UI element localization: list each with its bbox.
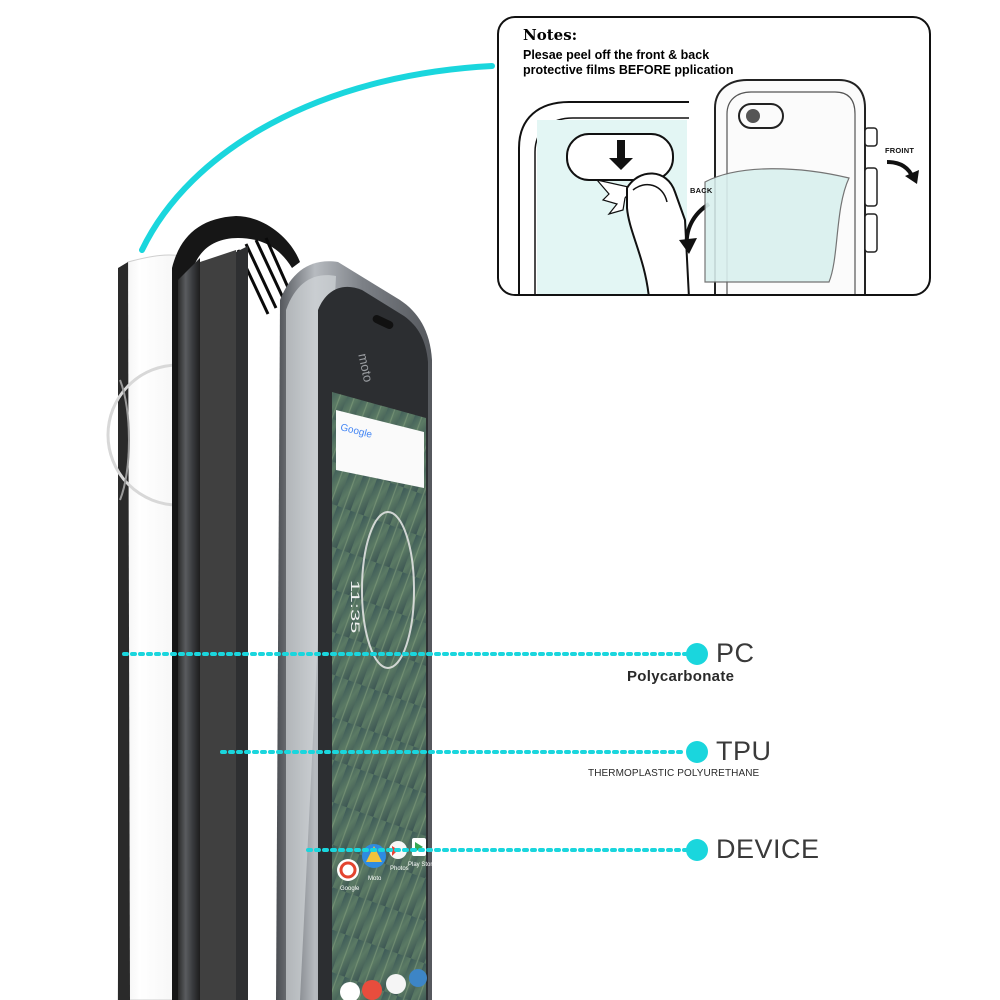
pc-callout-dot xyxy=(686,643,708,665)
peel-film-illustration xyxy=(518,79,919,294)
notes-callout-arc xyxy=(139,63,495,253)
notes-instruction-line-2: protective films BEFORE pplication xyxy=(523,63,734,77)
tpu-layer-subtitle: THERMOPLASTIC POLYURETHANE xyxy=(588,768,760,779)
tpu-callout-dot xyxy=(686,741,708,763)
app-label-photos: Photos xyxy=(390,866,409,872)
tpu-layer-label: TPU xyxy=(716,736,772,766)
device-layer-label: DEVICE xyxy=(716,834,820,864)
back-film-label: BACK xyxy=(690,186,713,195)
clock-display: 11:35 xyxy=(348,580,362,634)
pc-layer-label: PC xyxy=(716,638,755,668)
device-phone xyxy=(276,261,432,1000)
pc-layer-subtitle: Polycarbonate xyxy=(627,668,735,685)
app-label-google: Google xyxy=(340,886,360,892)
app-label-moto: Moto xyxy=(368,876,382,882)
notes-box: Notes: Plesae peel off the front & back … xyxy=(497,16,931,296)
notes-instruction-line-1: Plesae peel off the front & back xyxy=(523,48,710,62)
notes-title: Notes: xyxy=(523,26,578,44)
device-callout-dot xyxy=(686,839,708,861)
tpu-bumper xyxy=(172,216,300,1000)
app-label-play-store: Play Store xyxy=(408,862,436,868)
front-film-label: FROINT xyxy=(885,146,915,155)
